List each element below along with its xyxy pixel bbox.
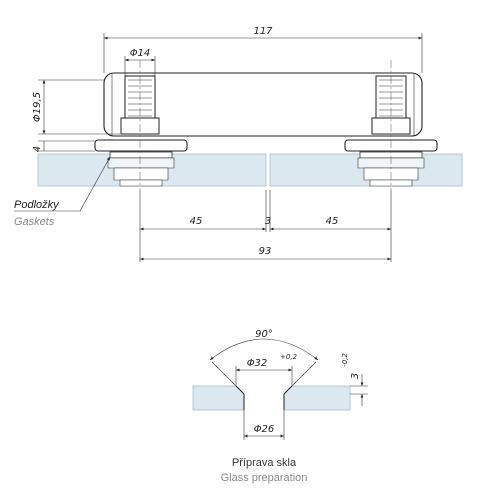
glass-section-right (283, 385, 351, 411)
total-span-label: 93 (259, 246, 272, 257)
depth-label: 3 (350, 373, 361, 379)
dimension-overall-length: 117 (103, 26, 423, 73)
handle-bar (103, 72, 423, 137)
hole-top-diameter-label: Φ32 (247, 358, 268, 369)
gaskets-callout: Podložky Gaskets (14, 156, 111, 228)
right-half-label: 45 (326, 216, 339, 227)
depth-tolerance-label: -0,2 (341, 353, 349, 367)
fitting-left (94, 60, 188, 190)
dimension-height: Φ19,5 (32, 79, 120, 135)
gaskets-label-cs: Podložky (14, 199, 60, 211)
glass-preparation-detail: 90° Φ32 +0,2 3 -0,2 Φ26 Příprava skla Gl… (192, 329, 368, 484)
left-half-label: 45 (190, 216, 203, 227)
caption-en: Glass preparation (221, 472, 308, 484)
dimension-rod-diameter: Φ14 (124, 48, 156, 76)
rod-diameter-label: Φ14 (130, 48, 151, 59)
gaskets-label-en: Gaskets (14, 216, 55, 228)
glass-section-left (192, 385, 245, 411)
hole-bottom-diameter-label: Φ26 (254, 424, 275, 435)
hole-top-tolerance-label: +0,2 (280, 353, 298, 361)
dimension-total-span: 93 (140, 246, 391, 261)
dimension-base-thickness: 4 (32, 140, 95, 152)
caption-cs: Příprava skla (232, 457, 297, 469)
overall-length-label: 117 (253, 26, 273, 37)
height-label: Φ19,5 (32, 92, 43, 122)
dimension-halves: 45 3 45 (139, 190, 392, 262)
fitting-right (344, 60, 438, 190)
gap-label: 3 (265, 216, 271, 227)
angle-label: 90° (255, 329, 273, 340)
base-thickness-label: 4 (32, 146, 43, 152)
